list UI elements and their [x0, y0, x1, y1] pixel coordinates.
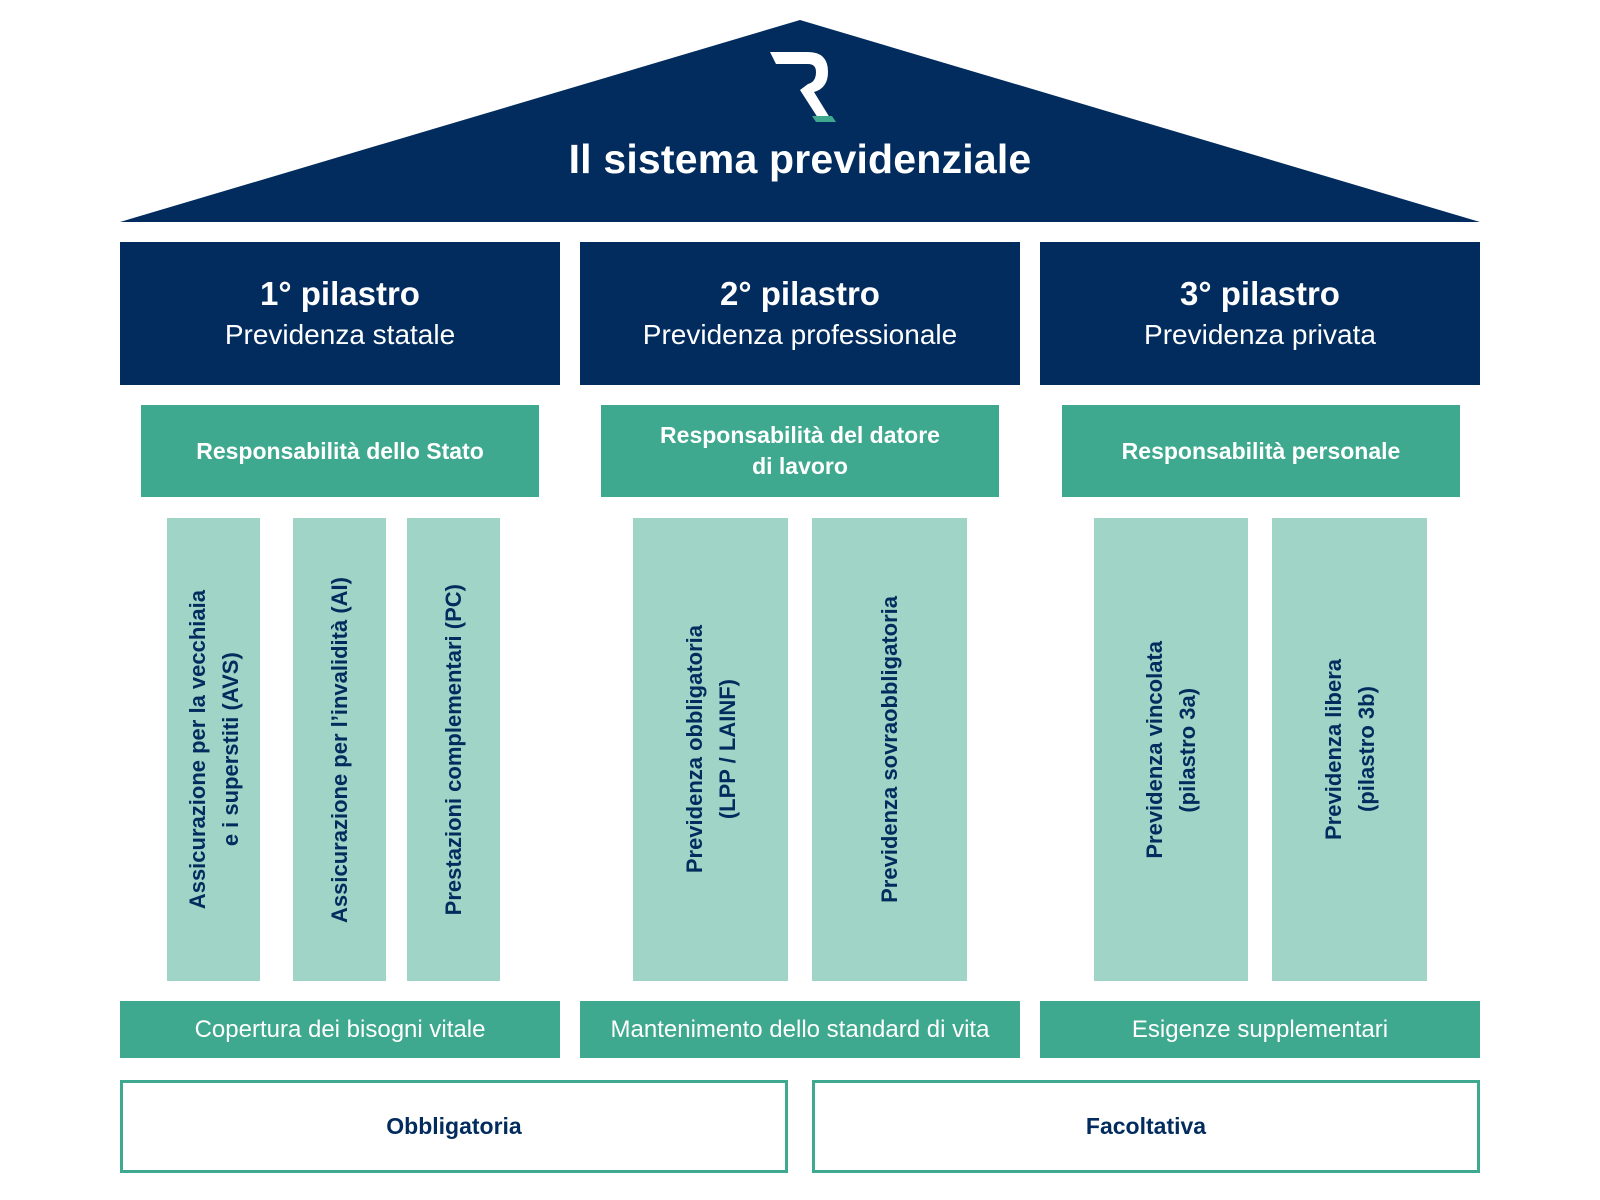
column-label: Previdenza sovraobbligatoria: [877, 596, 902, 903]
pillar-2-column-mandatory: Previdenza obbligatoria (LPP / LAINF): [633, 518, 788, 981]
pillar-2-responsibility-label: Responsabilità del datore di lavoro: [660, 422, 940, 479]
column-label: Previdenza vincolata (pilastro 3a): [1142, 640, 1200, 859]
pillar-1-number: 1° pilastro: [260, 274, 420, 312]
optional-label: Facoltativa: [1085, 1113, 1207, 1139]
pillar-2-column-extra-mandatory: Previdenza sovraobbligatoria: [812, 518, 967, 981]
pillar-1-column-ai: Assicurazione per l’invalidità (AI): [293, 518, 386, 981]
pillar-2-responsibility: Responsabilità del datore di lavoro: [601, 405, 999, 497]
column-label: Previdenza obbligatoria (LPP / LAINF): [681, 625, 740, 874]
mandatory-label: Obbligatoria: [386, 1113, 522, 1139]
pillar-2-purpose: Mantenimento dello standard di vita: [580, 1001, 1020, 1058]
pillar-1-name: Previdenza statale: [224, 318, 456, 350]
pillar-3-responsibility-label: Responsabilità personale: [1121, 437, 1401, 464]
column-label: Assicurazione per la vecchiaia e i super…: [184, 589, 243, 910]
pillar-3-purpose: Esigenze supplementari: [1040, 1001, 1480, 1058]
pillar-2-number: 2° pilastro: [720, 274, 880, 312]
roof-shape: [120, 20, 1480, 222]
pillar-1-column-pc: Prestazioni complementari (PC): [407, 518, 500, 981]
pillar-3-header: 3° pilastro Previdenza privata: [1040, 242, 1480, 385]
pillar-1-column-avs: Assicurazione per la vecchiaia e i super…: [167, 518, 260, 981]
column-label: Assicurazione per l’invalidità (AI): [327, 576, 352, 923]
pillar-1-header: 1° pilastro Previdenza statale: [120, 242, 560, 385]
pillar-3-column-3a: Previdenza vincolata (pilastro 3a): [1094, 518, 1248, 981]
pillar-2-header: 2° pilastro Previdenza professionale: [580, 242, 1020, 385]
r-logo-icon: [770, 52, 836, 122]
pillar-3-responsibility: Responsabilità personale: [1062, 405, 1460, 497]
pillar-3-column-3b: Previdenza libera (pilastro 3b): [1272, 518, 1427, 981]
pillar-1-purpose-label: Copertura dei bisogni vitale: [194, 1015, 486, 1043]
mandatory-box: Obbligatoria: [120, 1080, 788, 1173]
column-label: Prestazioni complementari (PC): [441, 583, 466, 916]
pillar-1-purpose: Copertura dei bisogni vitale: [120, 1001, 560, 1058]
optional-box: Facoltativa: [812, 1080, 1480, 1173]
pillar-3-purpose-label: Esigenze supplementari: [1131, 1015, 1389, 1043]
roof: [120, 20, 1480, 222]
diagram-title: Il sistema previdenziale: [568, 136, 1032, 182]
pillar-3-number: 3° pilastro: [1180, 274, 1340, 312]
pillar-2-name: Previdenza professionale: [642, 318, 958, 350]
pillar-3-name: Previdenza privata: [1144, 318, 1376, 350]
pillar-1-responsibility-label: Responsabilità dello Stato: [196, 437, 484, 464]
pillar-2-purpose-label: Mantenimento dello standard di vita: [610, 1015, 990, 1043]
column-label: Previdenza libera (pilastro 3b): [1320, 659, 1379, 840]
pillar-1-responsibility: Responsabilità dello Stato: [141, 405, 539, 497]
